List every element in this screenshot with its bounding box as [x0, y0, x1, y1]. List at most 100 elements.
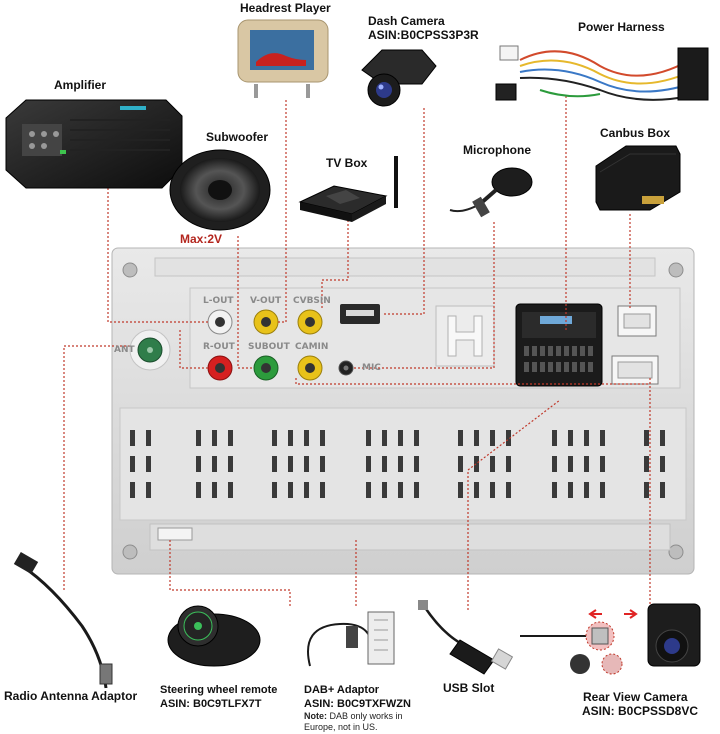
vent-slot [660, 430, 665, 446]
connector-pin [548, 346, 553, 356]
vent-slot [288, 430, 293, 446]
amplifier-image [5, 99, 183, 189]
vent-slot [644, 430, 649, 446]
port-label-v-out: V-OUT [250, 296, 282, 306]
vent-slot [272, 482, 277, 498]
port-label-camin: CAMIN [295, 342, 329, 352]
connector-pin [532, 346, 537, 356]
headrest-player-image [237, 19, 329, 98]
vent-slot [196, 456, 201, 472]
connector-pin [556, 346, 561, 356]
rear-camera-label: Rear View Camera [583, 690, 688, 704]
vent-slot [474, 430, 479, 446]
radio-antenna-adaptor-image [13, 551, 113, 689]
vent-slot [660, 456, 665, 472]
vent-slot [320, 482, 325, 498]
microphone-image [449, 167, 533, 218]
vent-slot [272, 430, 277, 446]
vent-slot [366, 456, 371, 472]
dab-adaptor-label: DAB+ Adaptor [304, 684, 380, 696]
vent-slot [382, 482, 387, 498]
small-connectors [611, 305, 659, 385]
vent-slot [212, 456, 217, 472]
vent-slot [228, 456, 233, 472]
vent-slot [398, 456, 403, 472]
vent-slot [304, 482, 309, 498]
vent-slot [212, 482, 217, 498]
vent-slot [600, 456, 605, 472]
subwoofer-image [169, 149, 271, 231]
vent-slot [490, 482, 495, 498]
connector-pin [564, 362, 569, 372]
vent-slot [130, 430, 135, 446]
h-emboss [435, 305, 495, 367]
canbus-box-label: Canbus Box [600, 126, 671, 140]
connector-pin [580, 362, 585, 372]
vent-slot [196, 482, 201, 498]
connector-pin [524, 346, 529, 356]
usb-slot-image [418, 600, 514, 675]
vent-slot [288, 456, 293, 472]
vent-slot [414, 482, 419, 498]
vent-slot [366, 482, 371, 498]
subwoofer-max-note: Max:2V [180, 232, 223, 246]
vent-slot [474, 456, 479, 472]
vent-slot [506, 430, 511, 446]
connector-pin [588, 346, 593, 356]
vent-slot [146, 456, 151, 472]
rear-view-camera-image [520, 603, 701, 675]
antenna-socket [129, 329, 171, 371]
radio-antenna-label: Radio Antenna Adaptor [4, 689, 138, 703]
dab-note-label: Note: [304, 711, 327, 721]
mic-jack [338, 360, 354, 376]
dab-note-line2: Europe, not in US. [304, 722, 378, 732]
vent-slot [398, 430, 403, 446]
connector-pin [540, 346, 545, 356]
dash-camera-asin: ASIN:B0CPSS3P3R [368, 28, 479, 42]
tv-box-image [298, 156, 398, 222]
connector-pin [548, 362, 553, 372]
vent-slot [146, 430, 151, 446]
port-label-cvbsin: CVBSIN [293, 296, 331, 306]
vent-slot [320, 456, 325, 472]
vent-slot [552, 430, 557, 446]
connector-pin [532, 362, 537, 372]
vent-slot [474, 482, 479, 498]
connector-pin [524, 362, 529, 372]
headrest-player-label: Headrest Player [240, 1, 331, 15]
connector-pin [572, 362, 577, 372]
vent-slot [414, 456, 419, 472]
connector-pin [540, 362, 545, 372]
usb-slot-label: USB Slot [443, 681, 495, 695]
vent-slot [506, 456, 511, 472]
dab-adaptor-image [307, 611, 395, 667]
vent-slot [382, 456, 387, 472]
vent-slot [320, 430, 325, 446]
dab-note-line1: DAB only works in [329, 711, 403, 721]
rear-camera-asin: ASIN: B0CPSSD8VC [582, 704, 699, 718]
microphone-label: Microphone [463, 143, 531, 157]
vent-slot [130, 482, 135, 498]
port-label-ant: ANT [114, 345, 135, 355]
steering-wheel-remote-image [167, 605, 261, 667]
port-label-l-out: L-OUT [203, 296, 234, 306]
vent-slot [196, 430, 201, 446]
vent-slot [584, 456, 589, 472]
steering-remote-label: Steering wheel remote [160, 684, 278, 696]
vent-slot [490, 456, 495, 472]
vent-slot [568, 482, 573, 498]
ventilation-slots [130, 430, 665, 498]
connector-pin [580, 346, 585, 356]
port-label-subout: SUBOUT [248, 342, 290, 352]
vent-slot [552, 456, 557, 472]
vent-slot [644, 482, 649, 498]
vent-slot [382, 430, 387, 446]
dab-note: Note: DAB only works in [304, 711, 403, 722]
vent-slot [366, 430, 371, 446]
dash-camera-image [361, 49, 437, 107]
connector-pin [556, 362, 561, 372]
steering-remote-asin: ASIN: B0C9TLFX7T [160, 698, 262, 710]
vent-slot [146, 482, 151, 498]
vent-slot [414, 430, 419, 446]
head-unit-back-panel [111, 247, 695, 575]
